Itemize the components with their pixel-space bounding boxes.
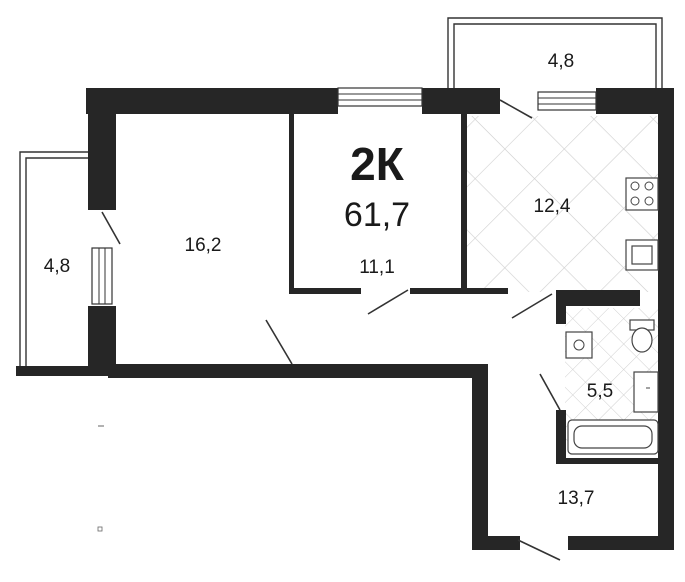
window-living — [91, 247, 113, 305]
room-area-living-room: 16,2 — [185, 235, 222, 256]
balcony-top — [447, 17, 663, 90]
washing-machine-icon — [633, 371, 659, 413]
window-bedroom — [337, 87, 423, 107]
stove-icon — [625, 177, 659, 211]
room-area-balcony-top: 4,8 — [548, 51, 574, 72]
window-kitchen — [537, 91, 597, 111]
door-swings — [101, 99, 561, 561]
bathroom-sink-icon — [565, 331, 593, 359]
room-area-bathroom: 5,5 — [587, 381, 613, 402]
walls — [16, 88, 674, 550]
balcony-left — [19, 151, 88, 370]
total-area: 61,7 — [344, 196, 410, 234]
toilet-icon — [629, 319, 655, 353]
apartment-type: 2К — [350, 138, 405, 190]
room-area-balcony-left: 4,8 — [44, 256, 70, 277]
room-area-bedroom: 11,1 — [359, 257, 395, 278]
kitchen-sink-icon — [625, 239, 659, 271]
room-area-hallway: 13,7 — [558, 488, 595, 509]
bathtub-icon — [567, 419, 659, 455]
dimension-mark — [97, 526, 103, 532]
room-area-kitchen: 12,4 — [534, 196, 571, 217]
